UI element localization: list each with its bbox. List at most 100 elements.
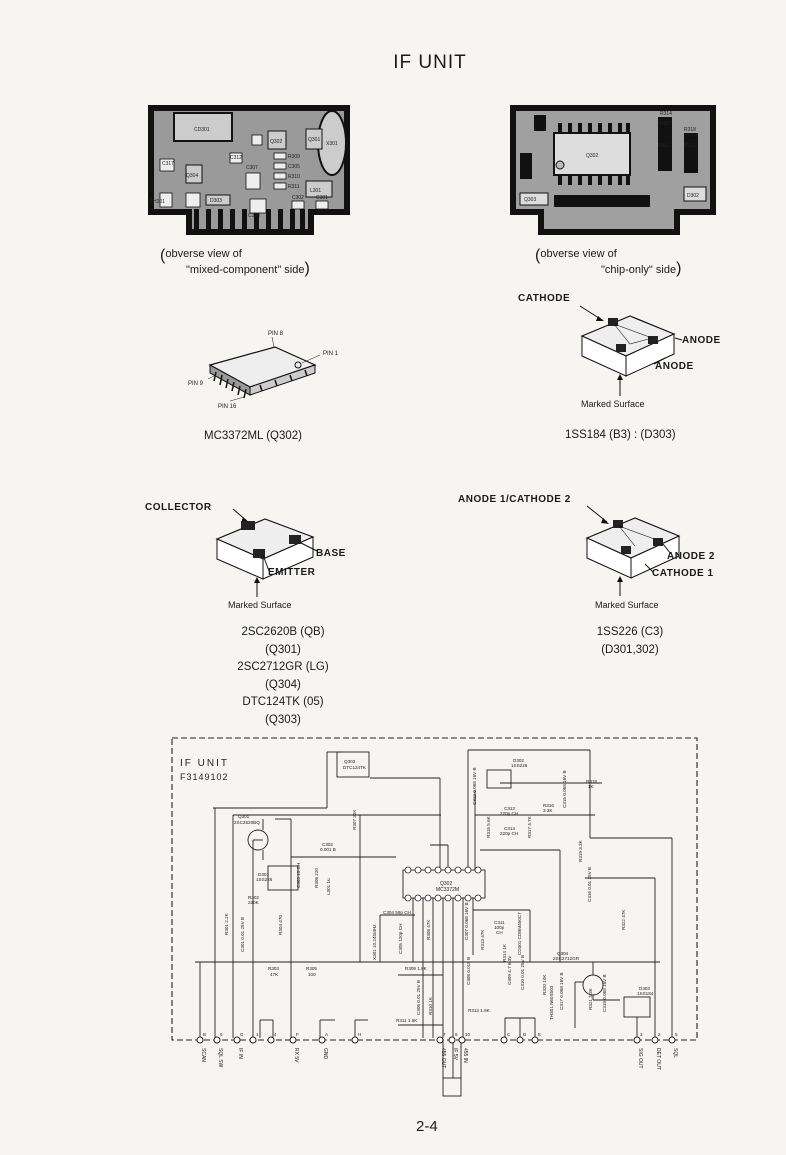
component-label: R314 1K <box>502 943 507 962</box>
pcb-part-label: C312 <box>230 155 242 161</box>
diode-part-name: 1SS184 (B3) : (D303) <box>565 429 676 441</box>
schematic-code: F3149102 <box>180 772 229 782</box>
pcb-chip-only-image: Q302 Q303 D302 R314 R317 R318 R312 R319 <box>510 105 716 235</box>
component-label: R315 5.6K <box>486 815 491 838</box>
pcb-part-label: C305 <box>288 164 300 170</box>
caption-line: "mixed-component" side <box>186 264 305 276</box>
caption-line: obverse view of <box>540 248 617 260</box>
terminal-name: IF 5V <box>452 1048 458 1061</box>
component-label: DTC124TK <box>343 765 367 770</box>
component-label: D301 <box>258 872 269 877</box>
component-label: R302 <box>248 895 259 900</box>
terminal-pin: 3 <box>640 1032 643 1037</box>
component-label: C313 <box>504 806 515 811</box>
cathode-label: CATHODE <box>518 293 571 304</box>
component-label: C302 <box>322 842 333 847</box>
component-label: CH <box>496 930 503 935</box>
terminal-pad <box>213 1036 221 1044</box>
terminal-pad <box>633 1036 641 1044</box>
pcb-part-label: Q302 <box>270 139 282 145</box>
pcb-part-label: R311 <box>288 184 300 190</box>
component-label: C309 4.7 6.3V <box>507 955 512 985</box>
caption-line: obverse view of <box>165 248 242 260</box>
anode1-cathode2-label: ANODE 1/CATHODE 2 <box>458 494 571 505</box>
component-label: C303 15 CH <box>296 863 301 888</box>
pin-label: PIN 9 <box>188 381 204 387</box>
component-label: R319 3.3K <box>578 839 583 862</box>
component-label: R313 47K <box>480 929 485 950</box>
terminal-pad <box>651 1036 659 1044</box>
emitter-label: EMITTER <box>268 567 316 578</box>
marked-surface-label: Marked Surface <box>581 399 645 409</box>
pcb-part-label: R309 <box>288 154 300 160</box>
part-name: 1SS226 (C3) <box>596 626 664 638</box>
ic-type: MC3372M <box>436 887 459 893</box>
pin-label: PIN 8 <box>268 331 284 337</box>
pcb-part-label: Q301 <box>308 137 320 143</box>
component-label: CD301 CDBM450C7 <box>517 912 522 955</box>
part-name: 2SC2712GR (LG) <box>237 661 329 673</box>
terminal-name: DET OUT <box>655 1048 661 1070</box>
terminal-pad <box>249 1036 257 1044</box>
anode-label: ANODE <box>655 361 694 372</box>
terminal-pad <box>318 1036 326 1044</box>
component-label: R306 220 <box>314 868 319 888</box>
component-label: C301 0.01 25V B <box>240 917 245 952</box>
terminal-pin: F <box>296 1032 299 1037</box>
component-label: R311 1.5K <box>396 1018 418 1023</box>
ic-part-name: MC3372ML (Q302) <box>204 430 303 442</box>
component-label: 47K <box>270 972 279 977</box>
pcb-part-label: Q302 <box>586 153 598 159</box>
terminal-pad <box>458 1036 466 1044</box>
component-label: R321 3.3K <box>588 987 593 1010</box>
terminal-pad <box>516 1036 524 1044</box>
component-label: R310 1K <box>428 996 433 1015</box>
component-label: C310 0.01 25V B <box>520 955 525 990</box>
diode-1ss226-names: 1SS226 (C3) (D301,302) <box>590 624 670 659</box>
component-label: C305 120p CH <box>398 924 403 954</box>
component-label: C311 <box>494 920 505 925</box>
part-ref: (D301,302) <box>601 643 659 656</box>
component-label: 3.3K <box>543 808 553 813</box>
component-label: 220K <box>248 900 260 905</box>
component-label: C306 0.01 25V B <box>416 980 421 1015</box>
page-number: 2-4 <box>416 1118 438 1135</box>
collector-label: COLLECTOR <box>145 502 212 513</box>
pcb-part-label: Q304 <box>186 173 198 179</box>
component-label: TH301 N60S503 <box>549 985 554 1020</box>
component-label: C308 0.018 B <box>466 957 471 985</box>
diode-1ss226-drawing <box>585 505 681 596</box>
component-label: 220p CH <box>500 811 518 816</box>
pcb-part-label: R314 <box>660 111 672 117</box>
part-name: 2SC2620B (QB) <box>241 626 325 638</box>
terminal-name: SQL SW <box>217 1048 223 1068</box>
component-label: Q304 <box>557 951 569 956</box>
part-ref: (Q301) <box>265 643 301 656</box>
pcb-part-label: R319 <box>684 143 696 149</box>
pcb-part-label: R310 <box>288 174 300 180</box>
terminal-name: IF IN <box>237 1048 243 1059</box>
component-label: C319 0.068 16V B <box>602 974 607 1012</box>
terminal-pad <box>233 1036 241 1044</box>
pcb-part-label: Q303 <box>524 197 536 203</box>
page-title: IF UNIT <box>393 52 467 73</box>
transistor-part-list: 2SC2620B (QB) (Q301) 2SC2712GR (LG) (Q30… <box>228 624 338 729</box>
part-name: DTC124TK (05) <box>242 696 324 708</box>
component-label: R316 <box>543 803 554 808</box>
pcb-part-label: R318 <box>684 127 696 133</box>
component-label: R317 4.7K <box>527 815 532 838</box>
terminal-pad <box>351 1036 359 1044</box>
terminal-pad <box>531 1036 539 1044</box>
component-label: C317 0.068 16V B <box>559 972 564 1010</box>
component-label: 2SC2620BQ <box>234 820 260 825</box>
pcb-part-label: X301 <box>326 141 338 147</box>
terminal-pin: 2 <box>658 1032 661 1037</box>
component-label: 100 <box>308 972 316 977</box>
pcb-part-label: D303 <box>210 198 222 204</box>
pcb-part-label: C307 <box>246 165 258 171</box>
terminal-name: GND <box>322 1048 328 1060</box>
component-label: 1K <box>588 784 595 789</box>
pcb-part-label: CD301 <box>194 127 210 133</box>
terminal-pad <box>196 1036 204 1044</box>
ic-ref: Q302 <box>440 881 452 887</box>
